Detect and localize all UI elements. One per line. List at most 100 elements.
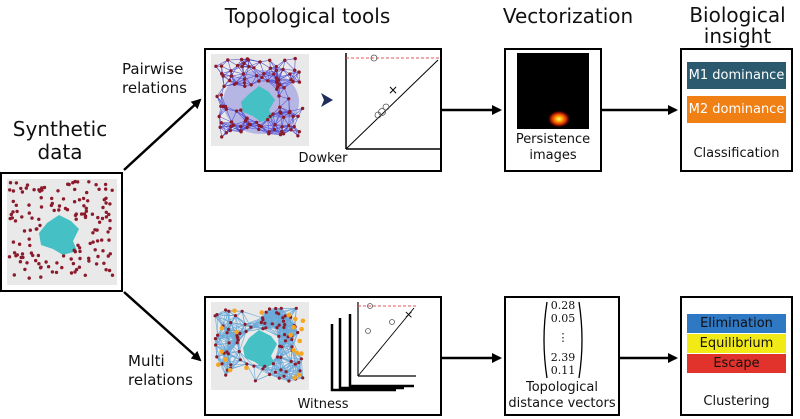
cell-dot	[39, 196, 43, 200]
cell-dot	[288, 109, 292, 114]
complex-edge	[285, 340, 292, 362]
cell-dot	[300, 106, 305, 111]
complex-edge	[226, 332, 238, 343]
complex-edge	[245, 319, 263, 325]
cell-dot	[19, 186, 23, 191]
complex-edge	[264, 308, 276, 324]
cell-dot	[219, 121, 223, 125]
complex-edge	[283, 320, 298, 333]
persistence-image-heatmap	[517, 53, 589, 129]
cell-dot	[104, 215, 109, 219]
cell-dot	[261, 367, 265, 371]
cell-dot	[244, 329, 248, 334]
cell-dot	[284, 370, 288, 374]
complex-edge	[230, 322, 238, 343]
cell-dot	[110, 273, 115, 277]
complex-edge	[215, 332, 228, 339]
persistence-images-caption: Persistence images	[515, 132, 591, 163]
cell-dot	[271, 362, 275, 366]
cell-dot	[294, 306, 298, 310]
complex-edge	[283, 69, 295, 71]
cell-dot	[231, 123, 235, 127]
cell-dot	[97, 187, 101, 191]
cell-dot	[260, 75, 264, 80]
cell-dot	[87, 180, 91, 184]
cell-dot	[40, 186, 44, 190]
cell-dot	[11, 210, 15, 214]
complex-edge	[277, 350, 293, 358]
cell-dot	[8, 181, 13, 185]
complex-edge	[277, 336, 280, 358]
complex-edge	[264, 322, 278, 328]
complex-edge	[216, 356, 226, 376]
cell-dot	[297, 338, 302, 344]
cell-dot	[20, 252, 25, 256]
cell-dot	[297, 70, 301, 74]
complex-edge	[291, 350, 296, 365]
header-topological-tools: Topological tools	[224, 4, 391, 28]
cell-dot	[234, 81, 238, 85]
cell-dot	[71, 261, 76, 266]
cell-dot	[224, 107, 228, 111]
complex-edge	[280, 113, 283, 127]
complex-edge	[267, 80, 278, 90]
persistence-diagram-icon: ×	[345, 53, 440, 150]
cell-dot	[257, 79, 261, 83]
complex-edge	[261, 126, 275, 130]
cell-dot	[279, 306, 283, 310]
cell-dot	[77, 198, 82, 202]
class-m2-dominance: M2 dominance	[687, 96, 786, 123]
complex-edge	[228, 311, 231, 323]
complex-edge	[288, 112, 290, 126]
complex-edge	[243, 63, 245, 75]
cell-dot	[292, 125, 296, 129]
vector-value: 0.28	[550, 299, 576, 312]
complex-edge	[253, 366, 256, 381]
cell-dot	[46, 265, 51, 269]
complex-edge	[276, 308, 282, 328]
complex-edge	[230, 322, 247, 332]
cell-dot	[84, 209, 89, 213]
cell-dot	[34, 227, 38, 231]
complex-edge	[218, 106, 226, 117]
dowker-complex-icon	[211, 54, 309, 146]
cell-dot	[14, 203, 18, 207]
complex-edge	[288, 361, 292, 382]
cell-dot	[76, 180, 80, 184]
cell-dot	[283, 314, 287, 318]
cell-dot	[238, 129, 243, 133]
complex-edge	[237, 58, 248, 66]
cell-dot	[219, 325, 225, 331]
cell-dot	[291, 114, 295, 119]
cell-dot	[268, 114, 272, 119]
complex-edge	[253, 67, 263, 78]
complex-edge	[247, 127, 259, 130]
cell-dot	[282, 325, 286, 330]
cell-dot	[23, 267, 27, 272]
complex-edge	[228, 353, 247, 365]
cell-dot	[281, 316, 285, 320]
complex-edge	[226, 109, 232, 123]
complex-edge	[258, 129, 269, 134]
cell-dot	[279, 111, 283, 115]
complex-edge	[218, 116, 221, 128]
complex-edge	[273, 357, 281, 364]
complex-edge	[221, 122, 227, 133]
complex-edge	[237, 65, 244, 75]
cell-dot	[56, 189, 60, 193]
cell-dot	[237, 349, 241, 354]
complex-edge	[237, 331, 247, 338]
cell-dot	[253, 379, 257, 383]
cell-dot	[242, 77, 247, 81]
cell-dot	[289, 359, 293, 363]
cell-dot	[27, 203, 31, 207]
complex-edge	[241, 311, 252, 328]
cell-dot	[227, 309, 231, 313]
cell-dot	[55, 261, 59, 265]
cell-dot	[25, 261, 29, 265]
cell-dot	[261, 318, 265, 322]
cell-dot	[249, 325, 253, 329]
complex-edge	[239, 351, 248, 365]
cell-dot	[299, 326, 304, 332]
cell-dot	[88, 241, 92, 246]
